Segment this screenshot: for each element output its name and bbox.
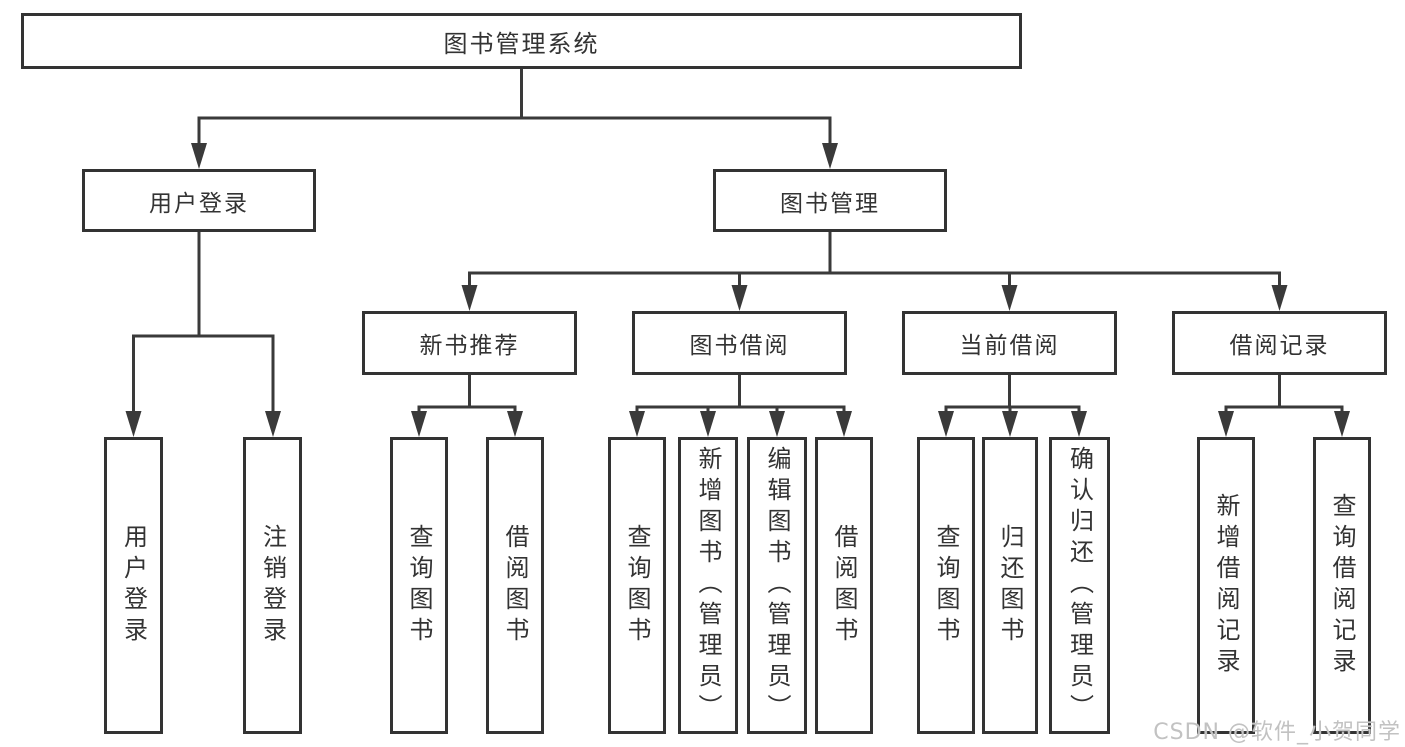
connector-user-login-to-leaves bbox=[125, 230, 281, 437]
node-user-login: 用户登录 bbox=[82, 169, 316, 232]
node-label: 新增图书（管理员） bbox=[694, 446, 722, 725]
node-label: 查询图书 bbox=[405, 523, 433, 648]
arrowhead-icon bbox=[700, 411, 716, 437]
arrowhead-icon bbox=[265, 411, 281, 437]
node-library-management-system: 图书管理系统 bbox=[21, 13, 1022, 69]
node-book-borrowing: 图书借阅 bbox=[632, 311, 847, 375]
arrowhead-icon bbox=[1002, 411, 1018, 437]
connector-book-management-to-groups bbox=[461, 230, 1288, 311]
leaf-current-query-books: 查询图书 bbox=[917, 437, 975, 734]
node-label: 借阅记录 bbox=[1229, 333, 1330, 359]
arrowhead-icon bbox=[822, 143, 838, 169]
leaf-query-borrow-record: 查询借阅记录 bbox=[1313, 437, 1371, 734]
arrowhead-icon bbox=[938, 411, 954, 437]
node-label: 用户登录 bbox=[119, 523, 148, 648]
node-label: 注销登录 bbox=[258, 523, 287, 648]
node-current-borrowing: 当前借阅 bbox=[902, 311, 1117, 375]
node-label: 用户登录 bbox=[149, 190, 249, 217]
leaf-borrowing-borrow-books: 借阅图书 bbox=[815, 437, 873, 734]
node-label: 查询图书 bbox=[623, 523, 651, 648]
arrowhead-icon bbox=[836, 411, 852, 437]
node-label: 借阅图书 bbox=[830, 523, 858, 648]
leaf-add-borrow-record: 新增借阅记录 bbox=[1197, 437, 1255, 734]
node-label: 当前借阅 bbox=[959, 333, 1060, 359]
node-label: 图书管理 bbox=[780, 190, 880, 217]
node-book-management: 图书管理 bbox=[713, 169, 947, 232]
node-label: 编辑图书（管理员） bbox=[763, 446, 791, 725]
arrowhead-icon bbox=[1001, 285, 1018, 311]
csdn-watermark: CSDN @软件_小贺同学 bbox=[1153, 720, 1401, 745]
arrowhead-icon bbox=[1071, 411, 1087, 437]
node-new-book-recommend: 新书推荐 bbox=[362, 311, 577, 375]
arrowhead-icon bbox=[769, 411, 785, 437]
leaf-edit-books-admin: 编辑图书（管理员） bbox=[747, 437, 807, 734]
leaf-recommend-borrow-books: 借阅图书 bbox=[486, 437, 544, 734]
arrowhead-icon bbox=[1218, 411, 1234, 437]
leaf-return-books: 归还图书 bbox=[982, 437, 1038, 734]
arrowhead-icon bbox=[507, 411, 523, 437]
arrowhead-icon bbox=[629, 411, 645, 437]
leaf-add-books-admin: 新增图书（管理员） bbox=[678, 437, 738, 734]
node-label: 归还图书 bbox=[996, 523, 1024, 648]
arrowhead-icon bbox=[461, 285, 478, 311]
arrowhead-icon bbox=[411, 411, 427, 437]
connector-book-borrowing-to-leaves bbox=[629, 373, 852, 437]
connector-current-borrowing-to-leaves bbox=[938, 373, 1087, 437]
arrowhead-icon bbox=[1271, 285, 1288, 311]
leaf-confirm-return-admin: 确认归还（管理员） bbox=[1049, 437, 1110, 734]
arrowhead-icon bbox=[1334, 411, 1350, 437]
node-label: 借阅图书 bbox=[501, 523, 529, 648]
node-borrowing-records: 借阅记录 bbox=[1172, 311, 1387, 375]
leaf-borrowing-query-books: 查询图书 bbox=[608, 437, 666, 734]
node-label: 确认归还（管理员） bbox=[1065, 446, 1094, 725]
node-label: 图书管理系统 bbox=[443, 29, 600, 58]
arrowhead-icon bbox=[191, 143, 207, 169]
leaf-user-login: 用户登录 bbox=[104, 437, 163, 734]
node-label: 查询借阅记录 bbox=[1328, 492, 1356, 679]
arrowhead-icon bbox=[731, 285, 748, 311]
node-label: 查询图书 bbox=[932, 523, 960, 648]
leaf-recommend-query-books: 查询图书 bbox=[390, 437, 448, 734]
connector-root-to-level2 bbox=[191, 67, 838, 169]
node-label: 新书推荐 bbox=[419, 333, 520, 359]
node-label: 图书借阅 bbox=[689, 333, 790, 359]
node-label: 新增借阅记录 bbox=[1212, 492, 1240, 679]
arrowhead-icon bbox=[125, 411, 142, 437]
connector-borrowing-records-to-leaves bbox=[1218, 373, 1350, 437]
connector-new-book-recommend-to-leaves bbox=[411, 373, 523, 437]
leaf-logout: 注销登录 bbox=[243, 437, 302, 734]
